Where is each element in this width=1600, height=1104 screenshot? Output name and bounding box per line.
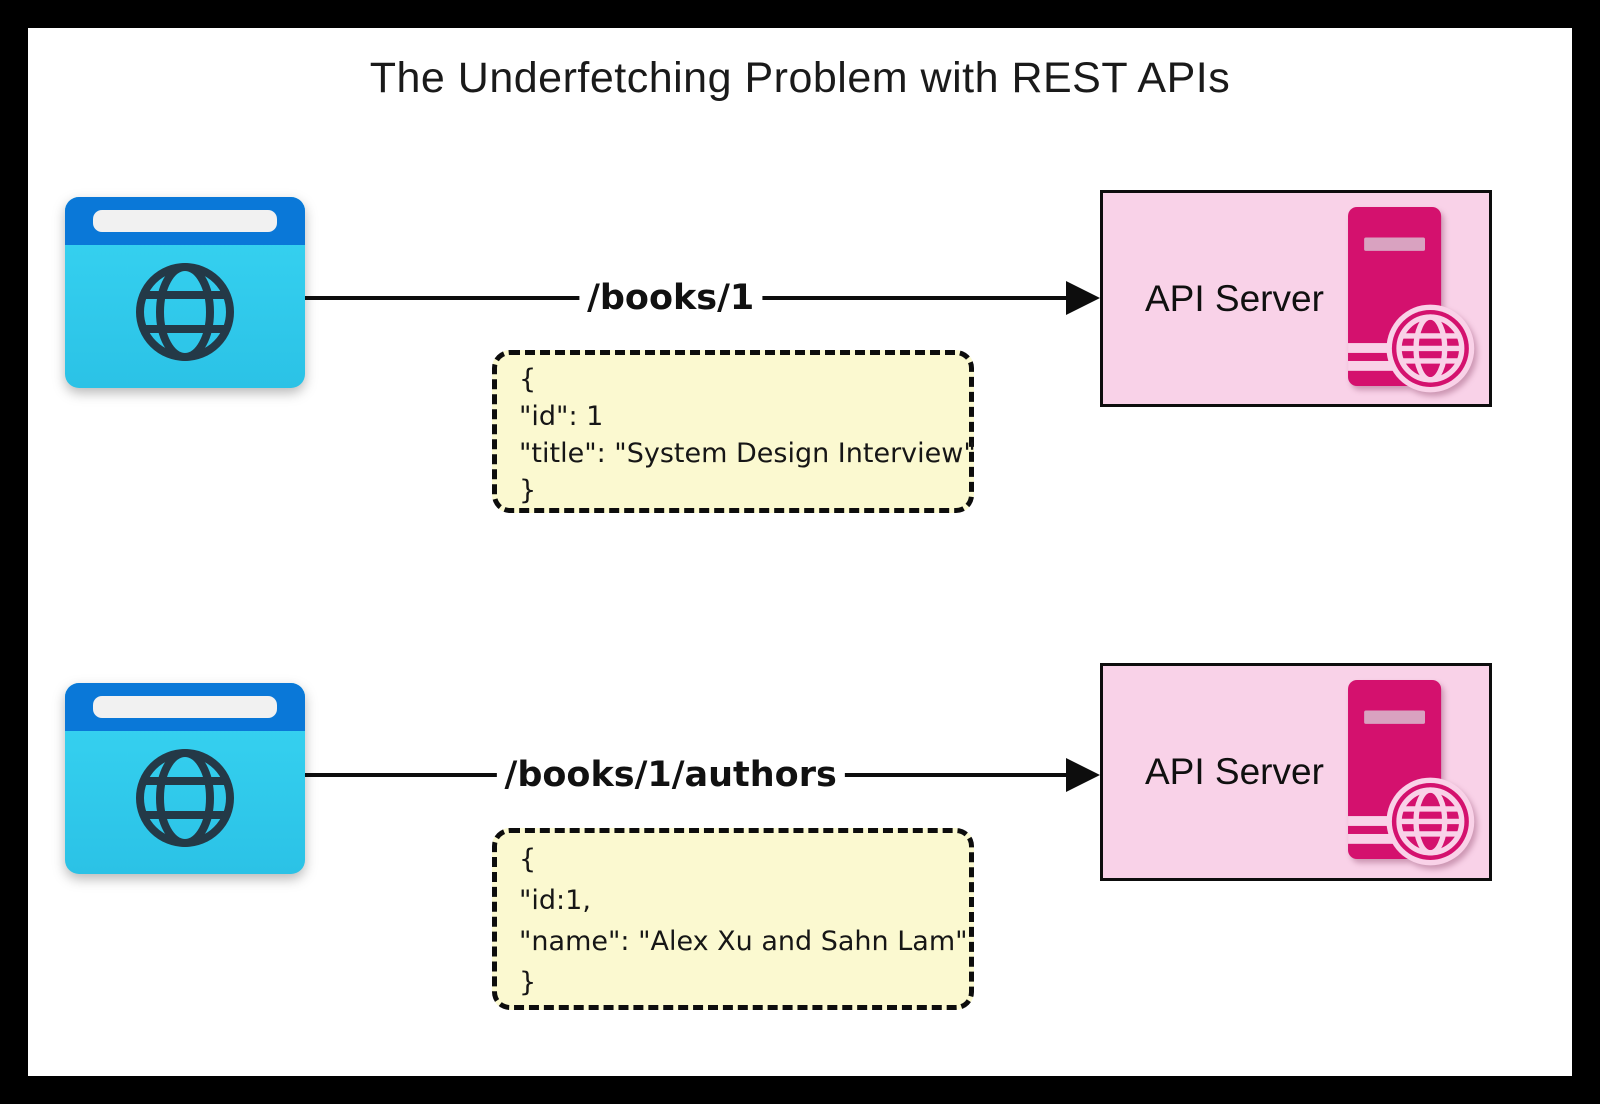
server-globe-icon — [1348, 207, 1475, 393]
response-json-box: { "id:1, "name": "Alex Xu and Sahn Lam" … — [492, 828, 974, 1010]
json-line: "id:1, — [519, 885, 591, 916]
api-server-box: API Server — [1100, 663, 1492, 881]
browser-client-icon — [65, 683, 305, 874]
json-line: } — [519, 967, 537, 998]
request-connector: /books/1/authors — [305, 749, 1100, 801]
browser-globe-icon — [65, 197, 305, 388]
arrowhead-icon — [1066, 281, 1100, 315]
diagram-canvas: The Underfetching Problem with REST APIs — [28, 28, 1572, 1076]
json-line: "name": "Alex Xu and Sahn Lam" — [519, 926, 968, 957]
request-connector: /books/1 — [305, 272, 1100, 324]
api-server-label: API Server — [1145, 277, 1324, 319]
json-line: "title": "System Design Interview" — [519, 438, 976, 469]
json-line: } — [519, 475, 537, 506]
arrowhead-icon — [1066, 758, 1100, 792]
api-server-label: API Server — [1145, 751, 1324, 792]
json-line: "id": 1 — [519, 401, 604, 432]
json-line: { — [519, 844, 537, 875]
browser-client-icon — [65, 197, 305, 388]
response-json-box: { "id": 1 "title": "System Design Interv… — [492, 350, 976, 513]
request-path-label: /books/1/authors — [496, 755, 845, 795]
browser-globe-icon — [65, 683, 305, 874]
json-line: { — [519, 364, 537, 395]
diagram-title: The Underfetching Problem with REST APIs — [369, 54, 1231, 102]
api-server-box: API Server — [1100, 190, 1492, 407]
request-path-label: /books/1 — [579, 278, 763, 318]
server-globe-icon — [1348, 680, 1475, 866]
